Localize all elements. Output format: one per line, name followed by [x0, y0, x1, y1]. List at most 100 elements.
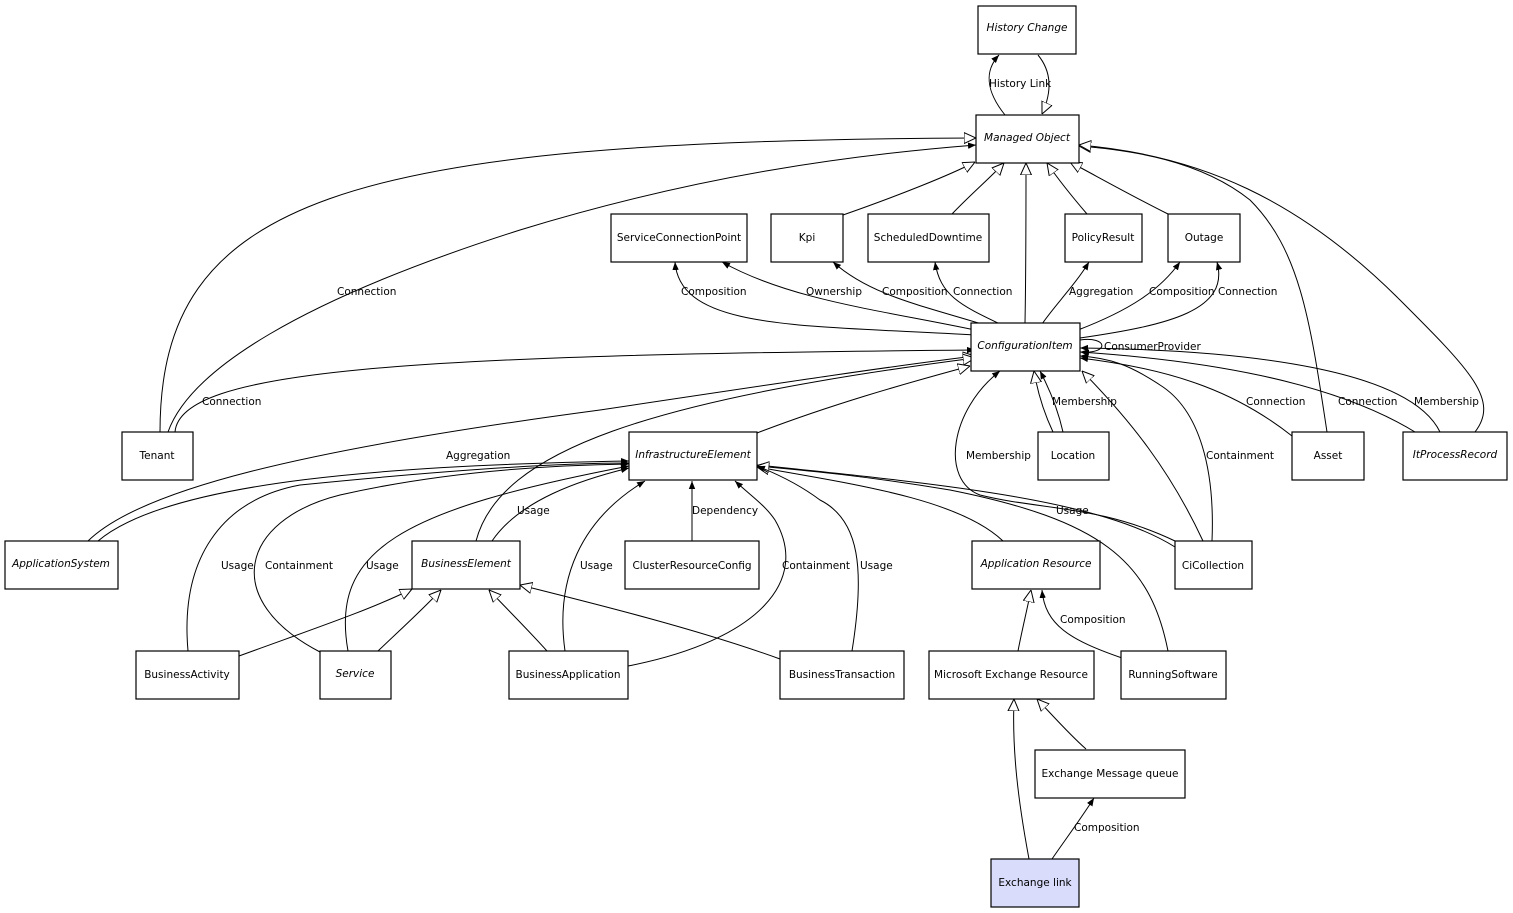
edge-bapp-ie-containment	[627, 480, 787, 667]
svg-text:ConfigurationItem: ConfigurationItem	[977, 340, 1072, 352]
edge-tenant-ci-connection	[174, 346, 976, 433]
svg-text:Tenant: Tenant	[139, 450, 175, 462]
node-exchange-link[interactable]: Exchange link	[990, 858, 1080, 908]
svg-text:Kpi: Kpi	[799, 232, 815, 244]
label-svc-ie-containment: Containment	[265, 560, 333, 572]
node-location[interactable]: Location	[1037, 431, 1110, 481]
edge-itpr-ci-membership	[1079, 344, 1441, 433]
edge-as-ie-aggregation	[97, 457, 630, 542]
label-bt-ie-usage: Usage	[860, 560, 893, 572]
node-business-element[interactable]: BusinessElement	[411, 540, 521, 590]
node-application-resource[interactable]: Application Resource	[971, 540, 1101, 590]
node-infrastructure-element[interactable]: InfrastructureElement	[628, 431, 758, 481]
label-itpr-ci-membership: Membership	[1414, 396, 1479, 408]
label-rs-ar-composition: Composition	[1060, 614, 1126, 626]
label-tenant-mo-connection: Connection	[337, 286, 396, 298]
label-ci-pr-aggregation: Aggregation	[1069, 286, 1133, 298]
svg-text:ApplicationSystem: ApplicationSystem	[11, 558, 110, 570]
edge-outage-managed-object	[1070, 162, 1169, 215]
label-ci-scp-ownership: Ownership	[806, 286, 862, 298]
edge-itpr-ci-connection	[1079, 349, 1416, 433]
label-crc-ie-dependency: Dependency	[692, 505, 758, 517]
edge-cicoll-ci-containment	[1079, 353, 1213, 542]
label-itpr-ci-connection: Connection	[1338, 396, 1397, 408]
node-asset[interactable]: Asset	[1291, 431, 1365, 481]
node-managed-object[interactable]: Managed Object	[975, 114, 1080, 164]
svg-text:ItProcessRecord: ItProcessRecord	[1413, 449, 1498, 461]
svg-text:ScheduledDowntime: ScheduledDowntime	[874, 232, 982, 244]
edge-rs-ar-composition	[1039, 589, 1123, 659]
node-business-transaction[interactable]: BusinessTransaction	[779, 650, 905, 700]
edge-history-link	[988, 54, 1006, 116]
svg-text:Outage: Outage	[1185, 232, 1224, 244]
svg-text:RunningSoftware: RunningSoftware	[1128, 669, 1217, 681]
node-microsoft-exchange-resource[interactable]: Microsoft Exchange Resource	[928, 650, 1095, 700]
node-scheduled-downtime[interactable]: ScheduledDowntime	[867, 213, 990, 263]
label-be-ie-usage: Usage	[517, 505, 550, 517]
edge-mer-ar	[1017, 590, 1031, 652]
node-it-process-record[interactable]: ItProcessRecord	[1402, 431, 1508, 481]
label-ci-kpi-composition: Composition	[882, 286, 948, 298]
svg-text:Exchange Message queue: Exchange Message queue	[1042, 768, 1179, 780]
edge-ci-sd-connection	[933, 261, 1001, 325]
svg-text:BusinessApplication: BusinessApplication	[516, 669, 621, 681]
edge-emq-mer	[1037, 699, 1087, 750]
label-el-emq-composition: Composition	[1074, 822, 1140, 834]
label-cicoll-ci-membership: Membership	[966, 450, 1031, 462]
node-business-activity[interactable]: BusinessActivity	[135, 650, 240, 700]
svg-text:Application Resource: Application Resource	[980, 558, 1092, 570]
edge-ba-be	[238, 589, 412, 657]
edge-ci-pr-aggregation	[1041, 261, 1090, 325]
edge-sd-managed-object	[951, 163, 1004, 215]
edge-el-mer	[1014, 699, 1030, 860]
node-ci-collection[interactable]: CiCollection	[1174, 540, 1253, 590]
svg-text:History Change: History Change	[987, 22, 1068, 34]
edge-be-ie-usage	[491, 466, 630, 542]
edge-as-ci	[87, 356, 975, 542]
node-configuration-item[interactable]: ConfigurationItem	[970, 322, 1081, 372]
node-application-system[interactable]: ApplicationSystem	[4, 540, 119, 590]
svg-text:PolicyResult: PolicyResult	[1072, 232, 1135, 244]
node-tenant[interactable]: Tenant	[121, 431, 194, 481]
svg-text:Managed Object: Managed Object	[984, 132, 1071, 144]
node-exchange-message-queue[interactable]: Exchange Message queue	[1034, 749, 1186, 799]
edge-pr-managed-object	[1047, 163, 1088, 215]
label-location-ci-membership: Membership	[1052, 396, 1117, 408]
edge-be-ci	[475, 358, 975, 542]
edge-svc-ie-usage	[344, 464, 630, 652]
label-ci-self-consumer: ConsumerProvider	[1104, 341, 1201, 353]
node-cluster-resource-config[interactable]: ClusterResourceConfig	[624, 540, 760, 590]
edge-ci-managed-object	[1025, 163, 1026, 324]
edge-ci-outage-composition	[1077, 261, 1181, 331]
edge-bapp-ie-usage	[562, 480, 646, 652]
label-ci-sd-connection: Connection	[953, 286, 1012, 298]
edge-tenant-managed-object	[159, 138, 977, 433]
edge-bt-be	[520, 585, 781, 660]
svg-text:Location: Location	[1051, 450, 1095, 462]
node-outage[interactable]: Outage	[1167, 213, 1241, 263]
edge-cicoll-ci-membership	[954, 370, 1176, 542]
svg-text:ServiceConnectionPoint: ServiceConnectionPoint	[617, 232, 741, 244]
edge-ci-kpi-composition	[832, 261, 986, 326]
node-service[interactable]: Service	[319, 650, 392, 700]
node-history-change[interactable]: History Change	[977, 5, 1077, 55]
label-asset-ci-connection: Connection	[1246, 396, 1305, 408]
svg-text:BusinessTransaction: BusinessTransaction	[789, 669, 895, 681]
node-policy-result[interactable]: PolicyResult	[1064, 213, 1143, 263]
svg-text:ClusterResourceConfig: ClusterResourceConfig	[632, 560, 751, 572]
label-bapp-ie-containment: Containment	[782, 560, 850, 572]
edge-ci-self-consumer-provider	[1079, 338, 1103, 356]
node-service-connection-point[interactable]: ServiceConnectionPoint	[610, 213, 748, 263]
node-running-software[interactable]: RunningSoftware	[1120, 650, 1227, 700]
edge-asset-ci-connection	[1079, 355, 1293, 437]
edge-history-generalization	[1037, 54, 1049, 114]
node-business-application[interactable]: BusinessApplication	[508, 650, 629, 700]
edge-svc-be	[377, 590, 441, 652]
edge-cicoll-ci-generalization	[1082, 371, 1204, 542]
label-ci-outage-connection: Connection	[1218, 286, 1277, 298]
svg-text:BusinessActivity: BusinessActivity	[144, 669, 230, 681]
label-ci-scp-composition: Composition	[681, 286, 747, 298]
edge-ci-scp-composition	[672, 261, 976, 336]
node-kpi[interactable]: Kpi	[770, 213, 844, 263]
edge-ci-outage-connection	[1079, 261, 1223, 339]
